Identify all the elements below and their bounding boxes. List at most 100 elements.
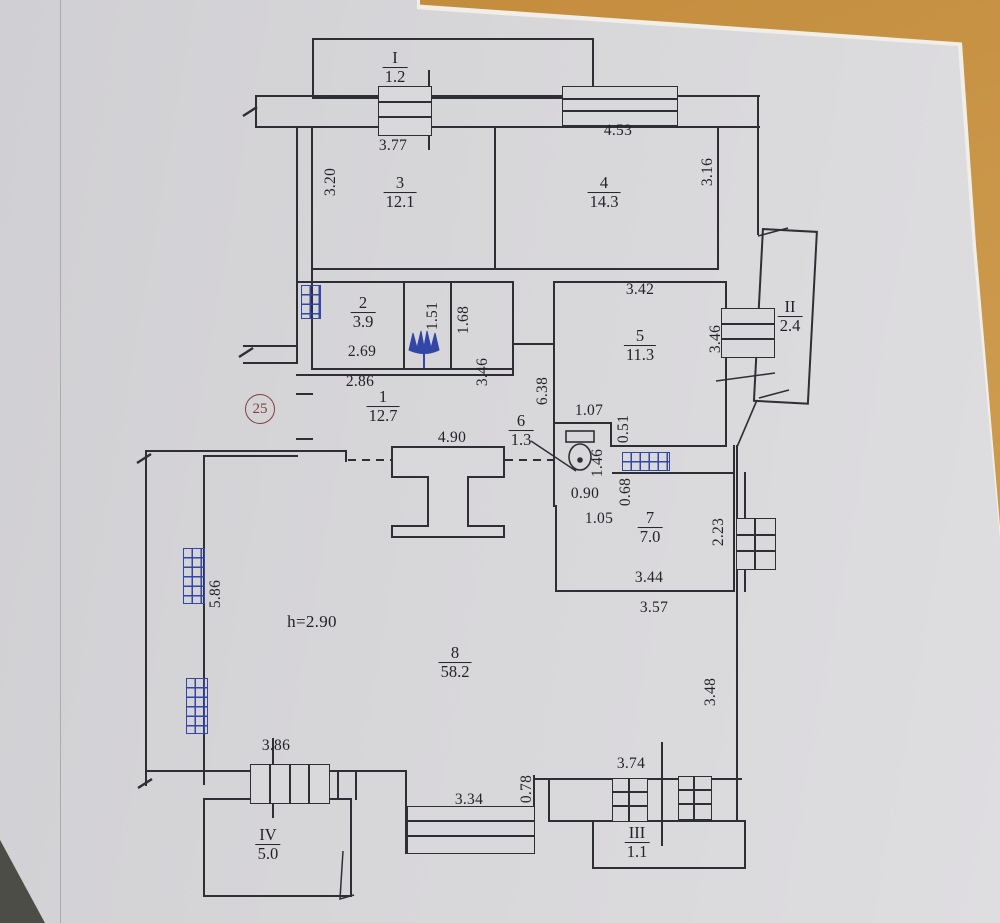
balcony-number: IV xyxy=(255,825,281,846)
room-area: 3.9 xyxy=(352,312,374,332)
wall-segment xyxy=(203,455,205,785)
wall-segment xyxy=(548,778,550,822)
radiator-grid-icon xyxy=(183,548,205,604)
dimension-label: 3.86 xyxy=(261,737,291,754)
balcony-III-outline xyxy=(592,820,746,869)
window-symbol xyxy=(378,86,432,136)
dimension-label: 4.53 xyxy=(603,122,633,139)
room-number: 3 xyxy=(383,173,417,194)
window-symbol xyxy=(678,776,712,820)
wall-segment xyxy=(255,95,760,97)
balcony-area: 2.4 xyxy=(779,316,801,336)
room-label-8: 8 58.2 xyxy=(438,643,472,682)
balcony-label-III: III 1.1 xyxy=(624,823,650,862)
facade-step-line xyxy=(715,372,776,448)
balcony-door-swing xyxy=(757,227,790,399)
wall-segment xyxy=(243,362,298,364)
dimension-label: 3.16 xyxy=(699,157,716,187)
room-area: 12.7 xyxy=(368,406,398,426)
room-area: 12.1 xyxy=(385,192,415,212)
balcony-number: III xyxy=(624,823,650,844)
balcony-door-swing xyxy=(339,850,355,901)
balcony-area: 1.1 xyxy=(626,842,648,862)
dimension-label: 1.68 xyxy=(455,305,472,335)
dimension-label: 3.57 xyxy=(639,599,669,616)
wall-segment xyxy=(512,343,555,345)
dimension-label: 0.68 xyxy=(617,477,634,507)
room-label-3: 3 12.1 xyxy=(383,173,417,212)
window-symbol xyxy=(612,778,648,822)
room-area: 58.2 xyxy=(440,662,470,682)
dimension-label: 0.78 xyxy=(518,774,535,804)
balcony-I-outline xyxy=(312,38,594,99)
wall-segment xyxy=(725,281,727,447)
balcony-label-IV: IV 5.0 xyxy=(255,825,281,864)
wall-segment xyxy=(296,281,514,283)
room-area: 7.0 xyxy=(639,527,661,547)
shower-icon xyxy=(408,330,440,368)
dimension-label: 3.74 xyxy=(616,755,646,772)
wall-segment xyxy=(311,126,313,370)
room-label-7: 7 7.0 xyxy=(637,508,663,547)
wall-segment xyxy=(553,281,727,283)
room-number: 1 xyxy=(366,387,400,408)
room-label-6: 6 1.3 xyxy=(508,411,534,450)
dimension-label: 5.86 xyxy=(207,579,224,609)
balcony-number: II xyxy=(777,297,803,318)
wall-segment xyxy=(345,450,347,462)
toilet-icon xyxy=(565,430,595,471)
wall-segment xyxy=(717,126,719,270)
window-symbol xyxy=(562,86,678,126)
balcony-number: I xyxy=(382,48,408,69)
wall-segment xyxy=(450,281,452,370)
wall-segment xyxy=(296,126,298,364)
room-number: 8 xyxy=(438,643,472,664)
wall-segment xyxy=(757,95,759,235)
dimension-label: 3.48 xyxy=(702,677,719,707)
ceiling-height-label: h=2.90 xyxy=(287,612,337,631)
room-area: 14.3 xyxy=(589,192,619,212)
wall-segment xyxy=(203,455,298,457)
dimension-line xyxy=(661,742,663,846)
room-label-2: 2 3.9 xyxy=(350,293,376,332)
i-beam-column xyxy=(391,446,505,538)
room-number: 4 xyxy=(587,173,621,194)
dimension-label: 0.90 xyxy=(570,485,600,502)
room-area: 11.3 xyxy=(625,345,655,365)
wall-segment xyxy=(733,445,735,592)
wall-segment xyxy=(494,126,496,270)
door-jamb xyxy=(355,770,357,800)
balcony-area: 1.2 xyxy=(384,67,406,87)
door-jamb xyxy=(296,438,313,440)
wall-segment xyxy=(243,345,298,347)
dimension-label: 1.07 xyxy=(574,402,604,419)
dimension-label: 3.20 xyxy=(322,167,339,197)
balcony-label-I: I 1.2 xyxy=(382,48,408,87)
dimension-label: 1.05 xyxy=(584,510,614,527)
room-label-4: 4 14.3 xyxy=(587,173,621,212)
wall-segment xyxy=(403,281,405,370)
wall-segment xyxy=(533,778,553,780)
wall-segment xyxy=(145,450,347,452)
wall-segment xyxy=(145,450,147,786)
wall-segment xyxy=(405,770,407,854)
dimension-label: 3.34 xyxy=(454,791,484,808)
wall-segment xyxy=(610,445,727,447)
wall-segment xyxy=(610,422,612,447)
dimension-label: 3.46 xyxy=(707,324,724,354)
apartment-number-badge: 25 xyxy=(245,394,275,424)
room6-leader-line xyxy=(530,440,577,472)
dimension-label: 3.44 xyxy=(634,569,664,586)
wall-segment xyxy=(553,422,612,424)
wall-segment xyxy=(311,368,514,370)
window-symbol xyxy=(721,308,775,358)
dimension-label: 4.90 xyxy=(437,429,467,446)
window-symbol xyxy=(250,764,330,804)
room-number: 5 xyxy=(623,326,657,347)
balcony-label-II: II 2.4 xyxy=(777,297,803,336)
room-number: 6 xyxy=(508,411,534,432)
wall-segment xyxy=(296,374,514,376)
door-jamb xyxy=(296,393,313,395)
window-symbol xyxy=(736,518,776,570)
